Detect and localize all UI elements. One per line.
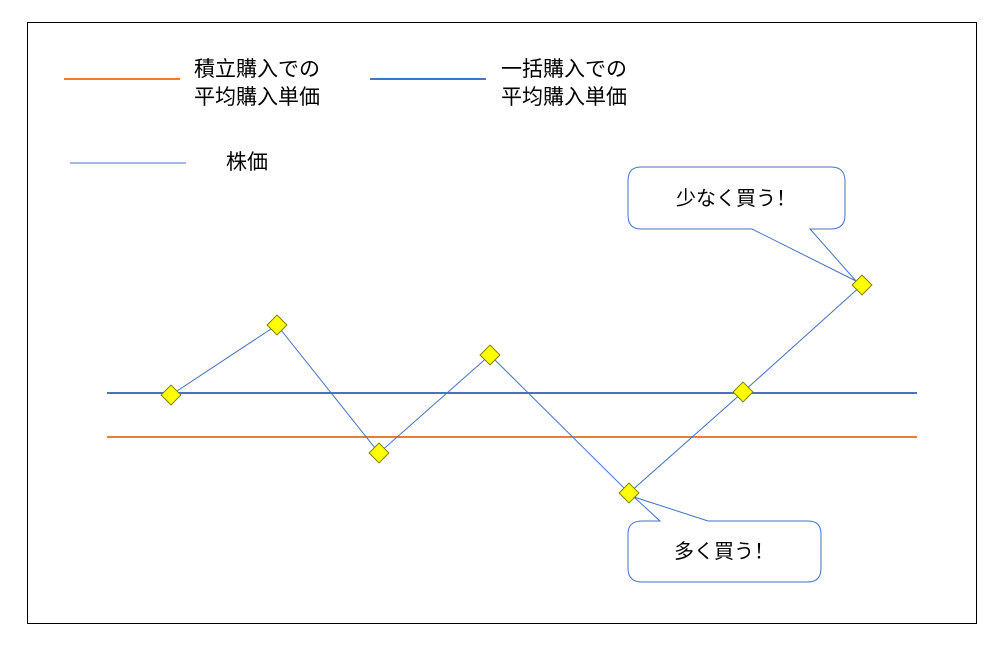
price-marker bbox=[851, 274, 873, 296]
callout-buy-less: 少なく買う！ bbox=[627, 166, 857, 282]
price-marker bbox=[266, 314, 288, 336]
price-marker bbox=[479, 344, 501, 366]
price-marker bbox=[732, 381, 754, 403]
callout-buy-less-text: 少なく買う！ bbox=[676, 186, 796, 210]
legend-label-tsumitate-line1: 積立購入での bbox=[194, 57, 320, 81]
price-line bbox=[170, 284, 863, 494]
legend-label-price: 株価 bbox=[226, 148, 268, 176]
legend-label-ikkatsu-line2: 平均購入単価 bbox=[501, 85, 627, 109]
price-marker bbox=[618, 482, 640, 504]
price-marker bbox=[368, 442, 390, 464]
price-marker bbox=[160, 384, 182, 406]
legend-label-tsumitate: 積立購入での 平均購入単価 bbox=[194, 55, 320, 111]
diagram-frame bbox=[27, 22, 977, 624]
price-markers bbox=[160, 274, 873, 504]
legend-label-tsumitate-line2: 平均購入単価 bbox=[194, 85, 320, 109]
legend-label-ikkatsu-line1: 一括購入での bbox=[501, 57, 627, 81]
legend-label-price-text: 株価 bbox=[226, 150, 268, 174]
callout-buy-more-text: 多く買う！ bbox=[674, 539, 774, 563]
callout-buy-more: 多く買う！ bbox=[627, 496, 822, 583]
legend-label-ikkatsu: 一括購入での 平均購入単価 bbox=[501, 55, 627, 111]
